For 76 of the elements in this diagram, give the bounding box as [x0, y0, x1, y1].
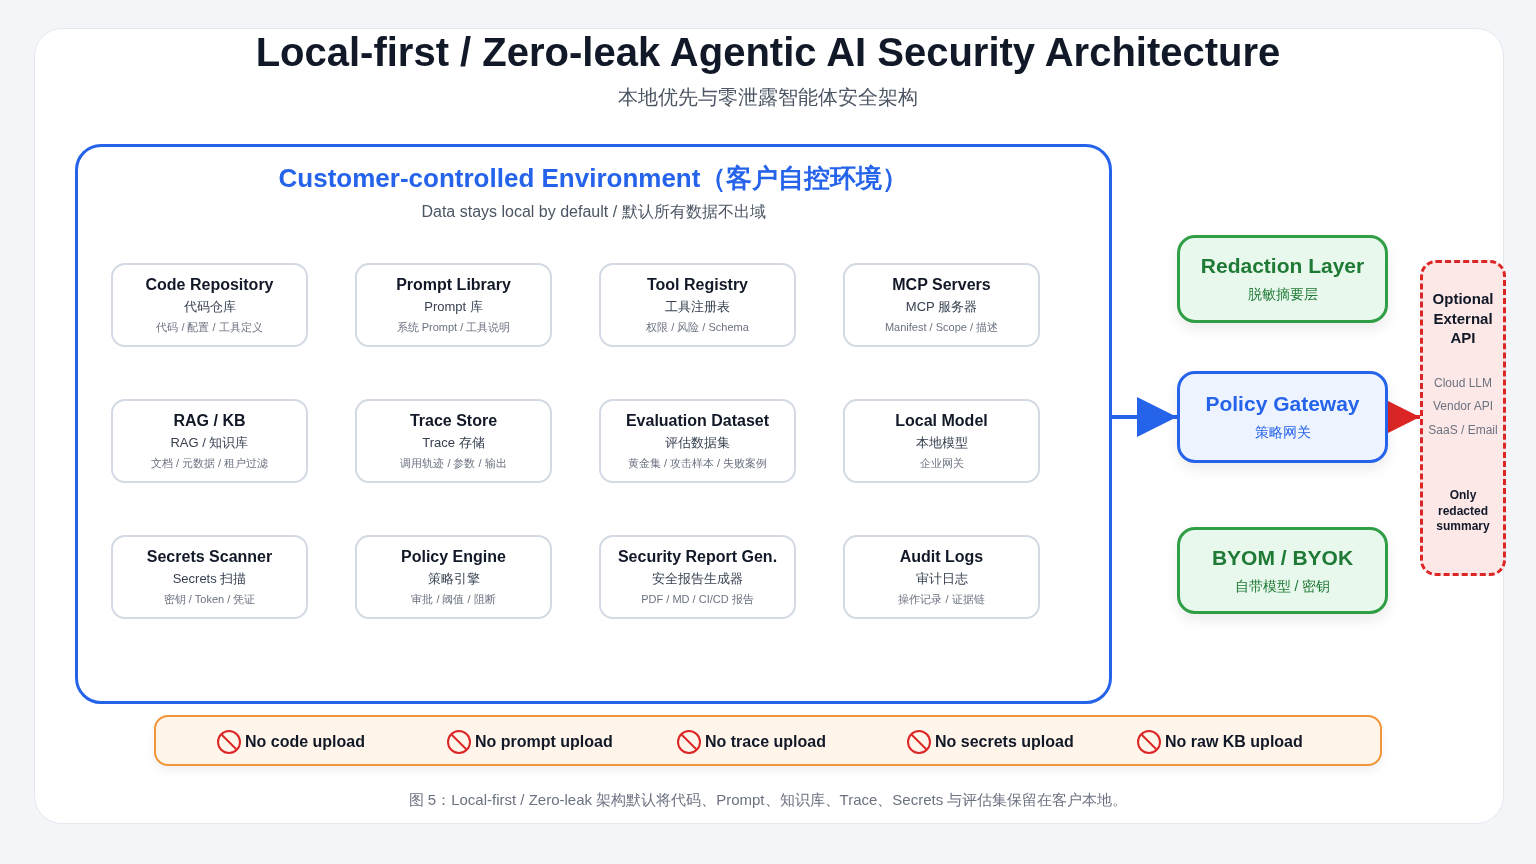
box-subtitle: 脱敏摘要层 — [1247, 286, 1318, 304]
card-subtitle: 评估数据集 — [665, 433, 730, 452]
figure-caption: 图 5：Local-first / Zero-leak 架构默认将代码、Prompt、知识库、Trace、Secrets 与评估集保留在客户本地。 — [408, 791, 1128, 810]
component-card — [111, 535, 308, 619]
zone-note: Only redacted summary — [1435, 488, 1491, 535]
restriction-text: No secrets upload — [935, 733, 1074, 751]
arrow — [1112, 397, 1177, 437]
card-subtitle: 审计日志 — [915, 569, 968, 588]
card-detail: 密钥 / Token / 凭证 — [163, 591, 256, 607]
card-detail: 代码 / 配置 / 工具定义 — [156, 319, 263, 335]
card-subtitle: 工具注册表 — [665, 297, 730, 316]
card-detail: Manifest / Scope / 描述 — [884, 319, 999, 335]
card-title: Evaluation Dataset — [625, 411, 770, 430]
card-subtitle: MCP 服务器 — [905, 297, 978, 316]
box-title: BYOM / BYOK — [1211, 545, 1354, 570]
card-detail: 权限 / 风险 / Schema — [646, 319, 749, 335]
restriction-text: No prompt upload — [475, 733, 613, 751]
process-box — [1177, 371, 1388, 463]
component-card — [843, 399, 1040, 483]
component-card — [599, 399, 796, 483]
card-title: Secrets Scanner — [146, 547, 273, 566]
external-zone — [1420, 260, 1506, 576]
component-card — [599, 263, 796, 347]
process-box — [1177, 235, 1388, 323]
process-box — [1177, 527, 1388, 614]
card-subtitle: Trace 存储 — [422, 433, 485, 452]
card-title: Trace Store — [409, 411, 498, 430]
box-title: Policy Gateway — [1205, 392, 1360, 416]
component-card — [355, 399, 552, 483]
component-card — [355, 263, 552, 347]
card-title: Local Model — [895, 411, 988, 430]
box-title: Redaction Layer — [1200, 254, 1365, 278]
zone-title: Optional External API — [1431, 289, 1495, 348]
component-card — [843, 535, 1040, 619]
restriction-text: No trace upload — [705, 733, 826, 751]
card-subtitle: 安全报告生成器 — [652, 569, 743, 588]
container-title: Customer-controlled Environment（客户自控环境） — [278, 162, 909, 195]
component-card — [355, 535, 552, 619]
box-subtitle: 策略网关 — [1254, 424, 1311, 442]
box-subtitle: 自带模型 / 密钥 — [1234, 577, 1331, 596]
component-card — [111, 263, 308, 347]
card-title: Prompt Library — [396, 275, 511, 294]
card-title: MCP Servers — [892, 275, 991, 294]
component-card — [599, 535, 796, 619]
card-title: Tool Registry — [646, 275, 748, 294]
card-subtitle: 本地模型 — [915, 433, 968, 452]
card-subtitle: 策略引擎 — [427, 569, 480, 588]
card-subtitle: Secrets 扫描 — [172, 569, 247, 588]
restriction-text: No code upload — [245, 733, 365, 751]
restriction-text: No raw KB upload — [1165, 733, 1303, 751]
environment-container — [75, 144, 1112, 704]
card-detail: 企业网关 — [919, 455, 964, 471]
card-detail: PDF / MD / CI/CD 报告 — [641, 591, 754, 607]
card-detail: 系统 Prompt / 工具说明 — [396, 319, 511, 335]
card-title: Code Repository — [145, 275, 274, 294]
component-card — [843, 263, 1040, 347]
zone-item: SaaS / Email — [1428, 422, 1498, 439]
card-detail: 调用轨迹 / 参数 / 输出 — [400, 455, 507, 471]
container-subtitle: Data stays local by default / 默认所有数据不出域 — [421, 202, 766, 222]
card-title: Policy Engine — [401, 547, 506, 566]
card-detail: 黄金集 / 攻击样本 / 失败案例 — [627, 455, 768, 471]
zone-item: Vendor API — [1432, 399, 1493, 415]
card-title: RAG / KB — [173, 411, 246, 430]
card-detail: 文档 / 元数据 / 租户过滤 — [150, 455, 269, 471]
card-subtitle: Prompt 库 — [424, 297, 483, 316]
component-card — [111, 399, 308, 483]
card-title: Audit Logs — [899, 547, 984, 566]
card-subtitle: 代码仓库 — [183, 297, 236, 316]
card-detail: 操作记录 / 证据链 — [898, 591, 985, 607]
card-title: Security Report Gen. — [617, 547, 778, 566]
card-detail: 审批 / 阈值 / 阻断 — [411, 591, 496, 607]
zone-item: Cloud LLM — [1434, 375, 1492, 392]
restriction-band — [154, 715, 1382, 766]
diagram-title: Local-first / Zero-leak Agentic AI Security Architecture — [255, 30, 1281, 75]
diagram-subtitle: 本地优先与零泄露智能体安全架构 — [618, 85, 918, 110]
card-subtitle: RAG / 知识库 — [170, 433, 249, 452]
